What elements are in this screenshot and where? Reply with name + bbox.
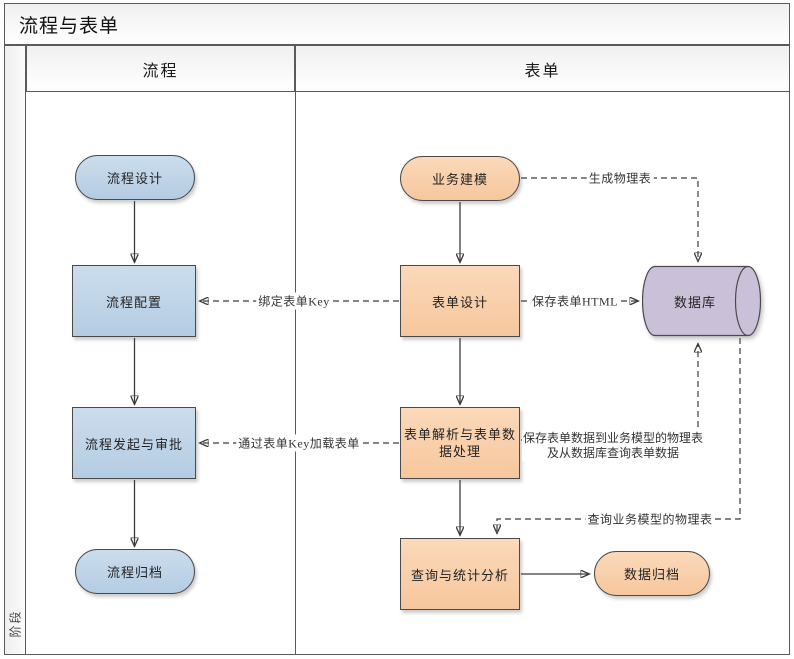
node-data-archive-label: 数据归档	[623, 567, 680, 582]
diagram-title-bar: 流程与表单	[4, 3, 790, 45]
edge-label-bind-form-key: 绑定表单Key	[256, 292, 332, 310]
edge-label-generate-physical-table: 生成物理表	[586, 169, 654, 187]
node-process-archive[interactable]: 流程归档	[75, 549, 195, 594]
node-business-modeling-label: 业务建模	[431, 172, 488, 187]
edge-label-save-and-query-line1: 保存表单数据到业务模型的物理表	[522, 431, 703, 445]
node-form-design[interactable]: 表单设计	[400, 265, 520, 337]
edge-label-save-form-html: 保存表单HTML	[530, 292, 620, 310]
node-query-stats-label: 查询与统计分析	[410, 567, 509, 583]
node-process-archive-label: 流程归档	[106, 565, 163, 580]
node-database[interactable]: 数据库	[641, 265, 762, 337]
lane-header-process-label: 流程	[142, 62, 179, 80]
node-query-stats[interactable]: 查询与统计分析	[400, 538, 520, 610]
node-process-launch-approval[interactable]: 流程发起与审批	[72, 407, 196, 479]
edge-label-load-form-by-key: 通过表单Key加载表单	[236, 434, 362, 452]
node-process-config-label: 流程配置	[105, 294, 162, 310]
node-process-design-label: 流程设计	[106, 171, 163, 186]
edge-label-save-and-query: 保存表单数据到业务模型的物理表 及从数据库查询表单数据	[522, 431, 704, 461]
node-business-modeling[interactable]: 业务建模	[400, 156, 520, 201]
phase-label: 阶段	[8, 609, 23, 638]
node-form-parse[interactable]: 表单解析与表单数据处理	[400, 407, 520, 479]
node-form-design-label: 表单设计	[431, 294, 488, 310]
edge-label-save-and-query-line2: 及从数据库查询表单数据	[546, 446, 679, 460]
lane-header-form-label: 表单	[524, 62, 561, 80]
phase-strip: 阶段	[4, 45, 26, 655]
node-database-label: 数据库	[673, 294, 716, 310]
lane-divider	[295, 92, 296, 655]
database-cylinder-icon	[641, 265, 762, 337]
node-process-launch-approval-label: 流程发起与审批	[84, 436, 183, 452]
lane-header-form: 表单	[295, 45, 790, 92]
node-data-archive[interactable]: 数据归档	[594, 551, 710, 596]
lane-header-process: 流程	[26, 45, 295, 92]
diagram-title: 流程与表单	[19, 15, 120, 37]
node-process-design[interactable]: 流程设计	[75, 155, 195, 200]
edge-label-query-physical-table: 查询业务模型的物理表	[585, 510, 715, 528]
node-process-config[interactable]: 流程配置	[72, 265, 196, 337]
node-form-parse-label: 表单解析与表单数据处理	[404, 427, 517, 459]
